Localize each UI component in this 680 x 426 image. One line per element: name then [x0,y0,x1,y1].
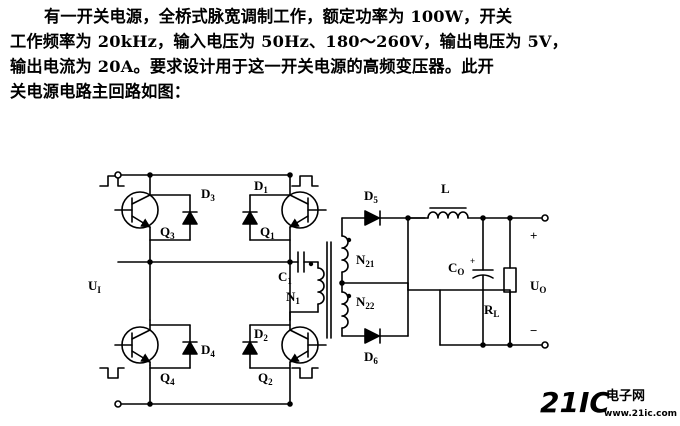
label-n1: N1 [286,289,300,306]
transistor-q2 [281,319,327,366]
label-q3: Q3 [160,224,175,241]
diode-d4 [149,324,198,369]
label-q4: Q4 [160,370,175,387]
label-q1: Q1 [260,224,275,241]
label-d4: D4 [201,342,215,359]
intro-line-1: 有一开关电源，全桥式脉宽调制工作，额定功率为 100W，开关 [44,7,513,26]
label-ui: UI [88,278,101,295]
output-terminal-plus [541,214,549,222]
label-plus: + [530,228,537,243]
transistor-q4 [114,319,159,366]
label-q2: Q2 [258,370,273,387]
label-d2: D2 [254,326,268,343]
secondary-winding-n22 [341,282,349,337]
transistor-q1 [281,191,327,241]
intro-line-3: 输出电流为 20A。要求设计用于这一开关电源的高频变压器。此开 [10,57,494,76]
diode-d2 [242,324,291,369]
svg-text:21IC: 21IC [540,386,610,419]
label-rl: RL [484,302,499,319]
polarity-dots [308,237,352,299]
gate-pulse-q1 [291,175,319,187]
label-d1-top: D1 [254,178,268,195]
label-d5: D5 [364,188,378,205]
diode-d6 [341,217,409,344]
capacitor-c1 [289,251,319,273]
gate-pulse-q4 [99,367,125,379]
load-resistor-rl [503,217,517,346]
gate-pulse-q2 [291,367,319,379]
label-d3: D3 [201,186,215,203]
output-capacitor-co [472,217,494,346]
label-co-plus: + [470,256,475,266]
bridge-wiring [117,174,291,405]
label-d6: D6 [364,349,378,366]
intro-paragraph: 有一开关电源，全桥式脉宽调制工作，额定功率为 100W，开关 工作频率为 20k… [10,4,672,104]
label-l: L [441,181,450,196]
primary-winding-n1 [289,261,325,321]
input-terminal-bottom [114,400,122,408]
label-c1: C1 [278,269,292,286]
svg-text:电子网: 电子网 [606,388,645,404]
transistor-q3 [114,191,159,241]
label-co: CO [448,260,464,277]
output-terminal-minus [541,341,549,349]
intro-line-2: 工作频率为 20kHz，输入电压为 50Hz、180～260V，输出电压为 5V… [10,32,569,51]
svg-text:www.21ic.com: www.21ic.com [604,409,677,419]
watermark-21ic: 21IC 电子网 www.21ic.com [540,386,677,419]
secondary-winding-n21 [341,217,349,284]
input-terminal-top [114,171,122,179]
intro-line-4: 关电源电路主回路如图： [10,82,191,101]
inductor-l [407,207,546,219]
gate-pulse-q3 [99,175,125,187]
label-n22: N22 [356,294,375,311]
diode-d3 [149,194,198,241]
label-minus: − [530,323,537,338]
diode-d1-top [242,194,291,241]
label-n21: N21 [356,252,375,269]
label-uo: UO [530,278,546,295]
transformer-core [326,241,332,339]
